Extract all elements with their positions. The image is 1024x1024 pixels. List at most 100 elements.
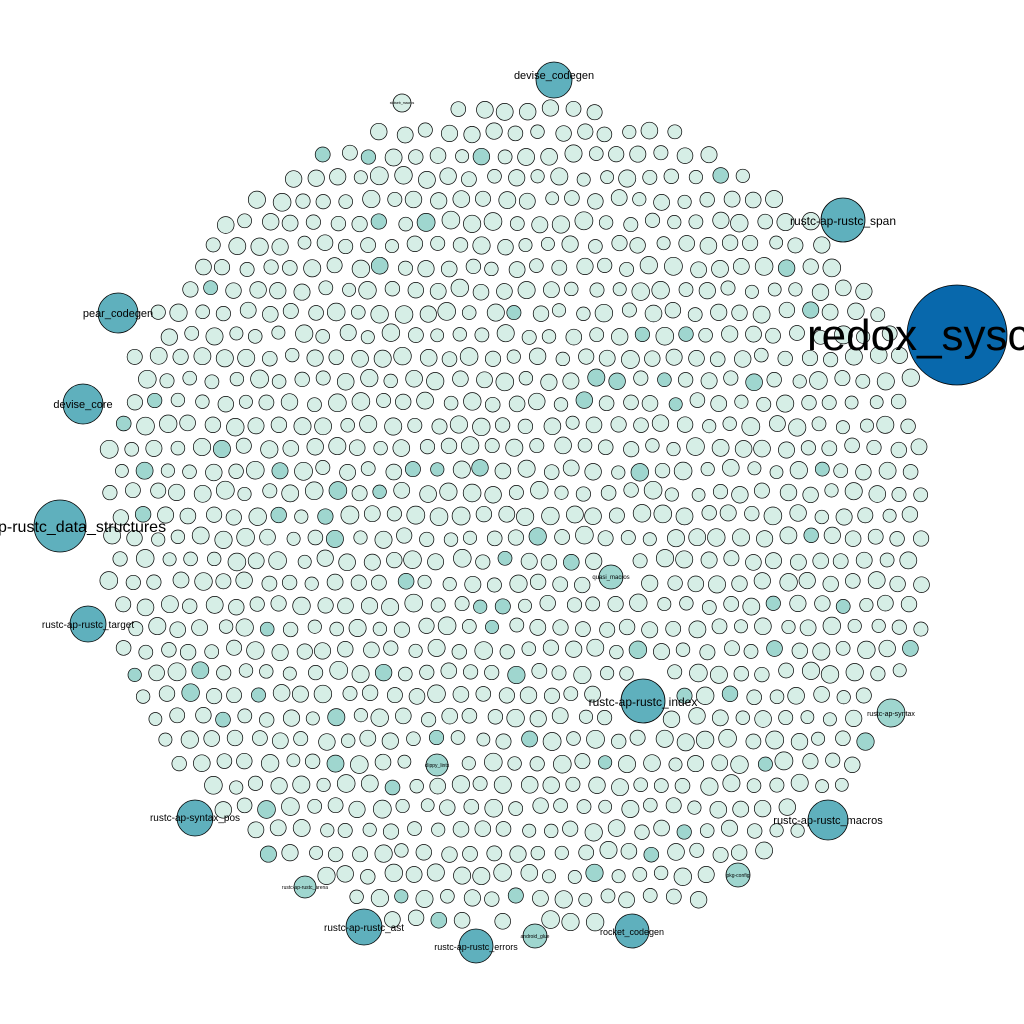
graph-node <box>597 257 613 273</box>
graph-node <box>136 416 155 436</box>
graph-node <box>532 305 550 322</box>
graph-node <box>612 282 627 297</box>
node-circle <box>176 799 214 837</box>
graph-node <box>677 194 692 209</box>
graph-node <box>540 236 555 251</box>
node-label: devise_codegen <box>514 70 594 82</box>
graph-node <box>350 755 369 774</box>
graph-node <box>699 823 715 838</box>
graph-node <box>126 394 143 411</box>
graph-node <box>384 911 401 928</box>
graph-node <box>629 593 648 612</box>
graph-node <box>461 708 478 724</box>
graph-node <box>529 258 544 273</box>
graph-node <box>439 167 457 185</box>
graph-node <box>303 259 322 278</box>
graph-node <box>576 799 592 814</box>
graph-node <box>844 482 863 501</box>
graph-node <box>765 595 781 611</box>
graph-node <box>358 281 377 300</box>
graph-node <box>494 598 511 615</box>
graph-node <box>205 237 221 253</box>
graph-node <box>667 575 683 591</box>
graph-node <box>353 708 368 723</box>
graph-node <box>792 374 807 389</box>
graph-node <box>753 799 772 818</box>
graph-node <box>408 149 424 165</box>
graph-node <box>623 394 639 411</box>
graph-node <box>443 532 459 547</box>
graph-node <box>781 619 796 635</box>
graph-node <box>869 346 888 364</box>
graph-node <box>351 304 366 320</box>
graph-node <box>207 551 222 567</box>
graph-node <box>574 211 594 231</box>
graph-node <box>115 596 132 613</box>
graph-node <box>307 169 325 187</box>
graph-node <box>297 235 312 250</box>
graph-node <box>270 416 288 433</box>
graph-node <box>373 440 388 456</box>
graph-node <box>562 372 580 390</box>
graph-node <box>431 822 446 837</box>
graph-node <box>876 415 895 434</box>
graph-node <box>876 372 895 391</box>
graph-node-devise_codegen: devise_codegen <box>514 61 594 99</box>
graph-node <box>657 597 672 612</box>
graph-node <box>822 575 839 593</box>
graph-node <box>351 392 371 411</box>
graph-node <box>329 168 347 186</box>
graph-node <box>115 640 132 656</box>
graph-node <box>239 301 257 319</box>
graph-node <box>790 773 809 792</box>
graph-node <box>212 440 231 458</box>
graph-node <box>318 733 336 751</box>
graph-node <box>405 866 423 883</box>
graph-node <box>866 439 882 456</box>
graph-node <box>315 194 331 210</box>
graph-node <box>790 733 809 751</box>
graph-node <box>363 505 381 523</box>
graph-node <box>552 619 569 636</box>
graph-node <box>870 666 886 682</box>
graph-node <box>900 418 916 434</box>
graph-node <box>529 619 547 636</box>
graph-node <box>328 437 347 456</box>
graph-node <box>349 889 364 904</box>
graph-node <box>213 259 231 276</box>
node-circle <box>62 383 104 425</box>
graph-node <box>204 644 220 660</box>
graph-node <box>587 368 606 387</box>
graph-node <box>544 823 559 839</box>
graph-node <box>291 685 309 703</box>
graph-node <box>497 149 513 165</box>
graph-node <box>520 864 539 882</box>
graph-node <box>493 863 512 882</box>
graph-node <box>463 126 481 144</box>
graph-node <box>318 280 334 296</box>
graph-node <box>351 216 368 233</box>
graph-node <box>386 687 403 704</box>
graph-node <box>653 643 670 661</box>
graph-node <box>587 193 604 210</box>
graph-node <box>215 573 232 590</box>
graph-node <box>353 530 368 545</box>
graph-node <box>451 775 470 794</box>
graph-node <box>530 169 545 184</box>
graph-node <box>723 370 739 386</box>
graph-node <box>789 504 807 522</box>
graph-node <box>628 640 648 659</box>
graph-node <box>892 663 907 678</box>
graph-node <box>115 415 132 432</box>
graph-node <box>247 775 264 791</box>
graph-node <box>487 169 502 184</box>
graph-node <box>476 371 493 389</box>
graph-node <box>218 619 234 634</box>
graph-node <box>777 259 796 277</box>
graph-node <box>353 170 368 185</box>
graph-node <box>565 100 582 117</box>
graph-node <box>530 845 545 861</box>
graph-node <box>235 437 252 454</box>
graph-node <box>431 418 448 435</box>
graph-node <box>474 327 490 343</box>
